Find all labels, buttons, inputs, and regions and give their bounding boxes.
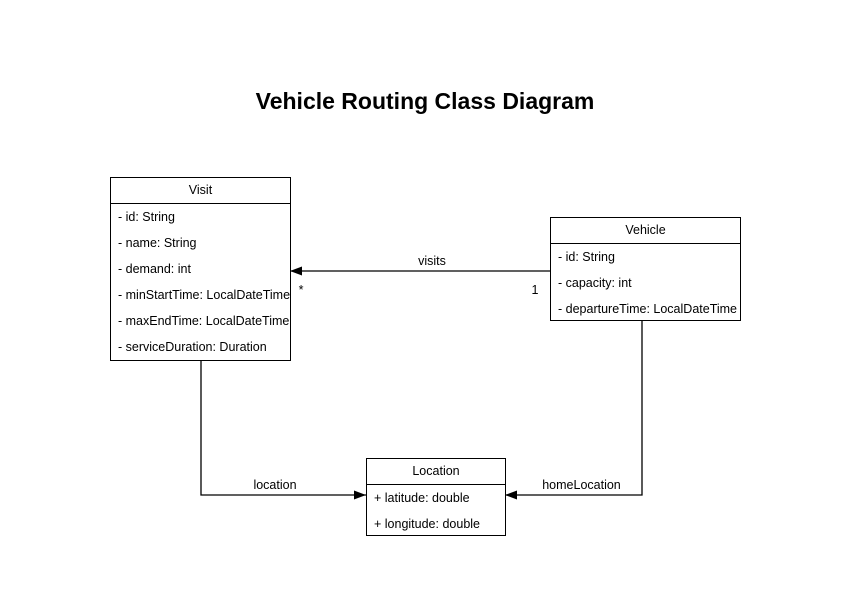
class-location-attributes: + latitude: double + longitude: double	[367, 485, 505, 537]
visit-attr-name: - name: String	[118, 235, 197, 250]
class-vehicle[interactable]: Vehicle - id: String - capacity: int - d…	[550, 217, 741, 321]
class-vehicle-title: Vehicle	[551, 218, 740, 244]
edge-location[interactable]	[200, 360, 366, 500]
visit-attr-id: - id: String	[118, 209, 175, 224]
class-visit-title: Visit	[111, 178, 290, 204]
edge-visits-label: visits	[418, 254, 446, 268]
class-visit[interactable]: Visit - id: String - name: String - dema…	[110, 177, 291, 361]
edge-home-location[interactable]	[505, 320, 643, 500]
class-vehicle-attributes: - id: String - capacity: int - departure…	[551, 244, 740, 322]
class-location-title: Location	[367, 459, 505, 485]
vehicle-attr-capacity: - capacity: int	[558, 275, 632, 290]
visit-attr-demand: - demand: int	[118, 261, 191, 276]
diagram-title: Vehicle Routing Class Diagram	[255, 88, 595, 114]
edge-location-label: location	[253, 478, 297, 492]
class-location[interactable]: Location + latitude: double + longitude:…	[366, 458, 506, 536]
location-attr-latitude: + latitude: double	[374, 490, 470, 505]
location-attr-longitude: + longitude: double	[374, 516, 480, 531]
visit-attr-max-end-time: - maxEndTime: LocalDateTime	[118, 313, 290, 328]
visit-attr-service-duration: - serviceDuration: Duration	[118, 339, 267, 354]
class-visit-attributes: - id: String - name: String - demand: in…	[111, 204, 290, 360]
vehicle-attr-id: - id: String	[558, 249, 615, 264]
visits-multiplicity-star: *	[298, 283, 304, 297]
visits-multiplicity-one: 1	[531, 283, 539, 297]
vehicle-attr-departure-time: - departureTime: LocalDateTime	[558, 301, 738, 316]
edge-home-location-label: homeLocation	[542, 478, 621, 492]
visit-attr-min-start-time: - minStartTime: LocalDateTime	[118, 287, 290, 302]
